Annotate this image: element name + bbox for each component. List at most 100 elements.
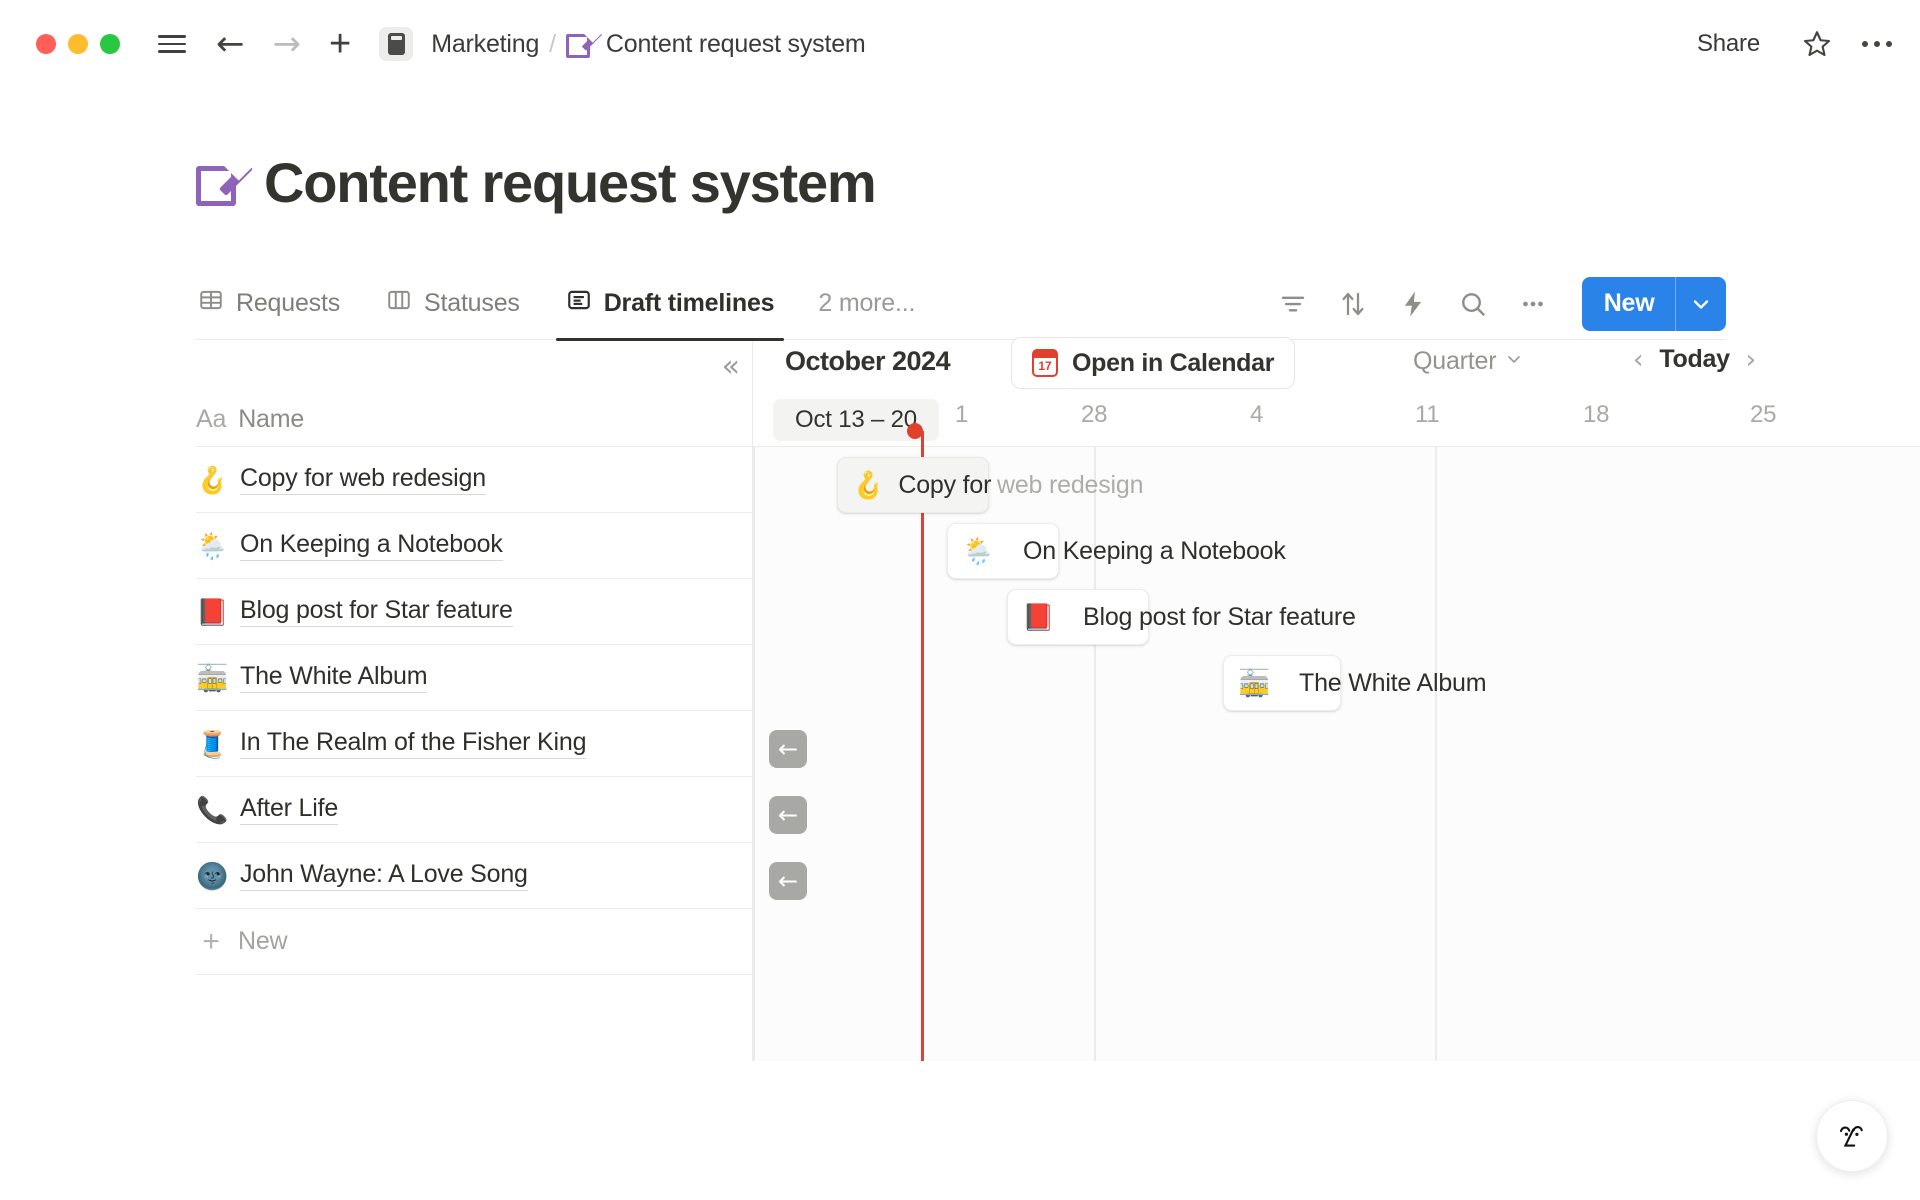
breadcrumb-page[interactable]: Content request system xyxy=(605,29,866,58)
scroll-to-item-button[interactable]: ← xyxy=(769,862,807,900)
item-emoji-icon: 🌦️ xyxy=(196,530,229,561)
divider xyxy=(1674,276,1676,331)
arrow-right-icon[interactable]: → xyxy=(272,24,302,64)
breadcrumb-workspace[interactable]: Marketing xyxy=(431,29,540,58)
title-bar: ← → + Marketing / Content request system… xyxy=(0,0,1920,88)
item-name[interactable]: The White Album xyxy=(240,662,428,693)
list-item[interactable]: 🌚 John Wayne: A Love Song xyxy=(196,843,752,909)
bar-overflow-label: web redesign xyxy=(997,471,1144,499)
timeline-pane: October 2024 17 Open in Calendar Quarter… xyxy=(752,337,1920,1061)
item-name[interactable]: After Life xyxy=(240,794,338,825)
bar-emoji-icon: 🪝 xyxy=(852,470,885,500)
chevron-down-icon[interactable] xyxy=(1676,292,1726,316)
tab-label: Statuses xyxy=(424,289,520,317)
list-column-header[interactable]: Aa Name xyxy=(196,393,752,447)
page-thumbnail-icon[interactable] xyxy=(379,27,414,61)
item-emoji-icon: 🚋 xyxy=(196,662,229,693)
chevron-right-icon[interactable]: › xyxy=(1745,344,1757,375)
timeline-tick: 18 xyxy=(1583,401,1610,428)
item-emoji-icon: 🧵 xyxy=(196,728,229,759)
timeline-bar[interactable]: 📕 xyxy=(1007,589,1149,645)
list-item[interactable]: 🪝 Copy for web redesign xyxy=(196,447,752,513)
more-views-button[interactable]: 2 more... xyxy=(818,289,916,317)
timeline-bar[interactable]: 🚋 xyxy=(1223,655,1341,711)
breadcrumb-separator: / xyxy=(549,29,556,58)
calendar-icon: 17 xyxy=(1032,349,1058,377)
plus-icon[interactable]: + xyxy=(329,23,352,65)
share-button[interactable]: Share xyxy=(1696,30,1760,57)
property-type-icon: Aa xyxy=(196,405,227,433)
memo-icon xyxy=(565,21,603,58)
maximize-window-button[interactable] xyxy=(100,34,120,54)
view-toolbar: New xyxy=(1266,276,1726,331)
scroll-to-item-button[interactable]: ← xyxy=(769,730,807,768)
open-in-calendar-button[interactable]: 17 Open in Calendar xyxy=(1011,337,1296,389)
tab-draft-timelines[interactable]: Draft timelines xyxy=(555,268,785,341)
calendar-icon-day: 17 xyxy=(1038,359,1052,373)
item-name[interactable]: Blog post for Star feature xyxy=(240,596,513,627)
item-emoji-icon: 📞 xyxy=(196,794,229,825)
filter-icon[interactable] xyxy=(1266,277,1320,331)
add-new-row-button[interactable]: + New xyxy=(196,909,752,975)
item-name[interactable]: In The Realm of the Fisher King xyxy=(240,728,586,759)
timeline-zoom-select[interactable]: Quarter xyxy=(1413,347,1524,376)
list-item[interactable]: 🧵 In The Realm of the Fisher King xyxy=(196,711,752,777)
list-item[interactable]: 🌦️ On Keeping a Notebook xyxy=(196,513,752,579)
new-row-label: New xyxy=(238,927,288,955)
timeline-gridline xyxy=(753,447,755,1061)
list-item[interactable]: 📞 After Life xyxy=(196,777,752,843)
lightning-icon[interactable] xyxy=(1386,277,1440,331)
item-name[interactable]: Copy for web redesign xyxy=(240,464,486,495)
today-button[interactable]: Today xyxy=(1659,345,1730,373)
bar-emoji-icon: 🚋 xyxy=(1238,668,1271,698)
hamburger-icon[interactable] xyxy=(154,26,190,62)
today-marker-dot xyxy=(907,423,923,439)
timeline-tick: 28 xyxy=(1081,401,1108,428)
item-emoji-icon: 🌚 xyxy=(196,860,229,891)
ellipsis-icon[interactable] xyxy=(1506,277,1560,331)
tab-requests[interactable]: Requests xyxy=(196,268,342,340)
new-button[interactable]: New xyxy=(1603,289,1655,317)
timeline-gridline xyxy=(1435,447,1437,1061)
item-name[interactable]: John Wayne: A Love Song xyxy=(240,860,528,891)
chevrons-left-icon[interactable]: « xyxy=(721,349,740,384)
item-name[interactable]: On Keeping a Notebook xyxy=(240,530,503,561)
timeline-bar[interactable]: 🪝 Copy for xyxy=(837,457,991,513)
title-bar-actions: Share xyxy=(1687,22,1892,66)
timeline-tick: 25 xyxy=(1750,401,1777,428)
page-title[interactable]: Content request system xyxy=(264,151,877,214)
board-icon xyxy=(386,287,412,320)
tab-label: Requests xyxy=(236,289,341,317)
star-icon[interactable] xyxy=(1802,29,1832,59)
page-header: Content request system xyxy=(196,144,877,215)
timeline-grid[interactable]: 🪝 Copy for web redesign 🌦️ On Keeping a … xyxy=(753,423,1920,1061)
open-in-calendar-label: Open in Calendar xyxy=(1072,348,1275,377)
timeline-gridline xyxy=(1094,447,1096,1061)
breadcrumb: Marketing / Content request system xyxy=(431,21,866,59)
scroll-to-item-button[interactable]: ← xyxy=(769,796,807,834)
tab-label: Draft timelines xyxy=(603,289,775,317)
timeline-tick: 4 xyxy=(1250,401,1264,428)
search-icon[interactable] xyxy=(1446,277,1500,331)
close-window-button[interactable] xyxy=(36,34,56,54)
memo-icon[interactable] xyxy=(196,144,256,206)
tab-statuses[interactable]: Statuses xyxy=(384,268,522,340)
window-traffic-lights xyxy=(36,34,120,54)
minimize-window-button[interactable] xyxy=(68,34,88,54)
timeline-header: October 2024 17 Open in Calendar Quarter… xyxy=(753,337,1920,393)
arrow-left-icon[interactable]: ← xyxy=(216,24,245,64)
timeline-list-pane: « Aa Name 🪝 Copy for web redesign 🌦️ On … xyxy=(196,341,752,1061)
sort-icon[interactable] xyxy=(1326,277,1380,331)
new-button-group: New xyxy=(1581,276,1726,331)
assistant-face-icon[interactable] xyxy=(1816,1100,1888,1172)
timeline-tick: 11 xyxy=(1415,401,1440,428)
plus-icon: + xyxy=(202,924,220,958)
timeline-bar[interactable]: 🌦️ xyxy=(947,523,1059,579)
list-item[interactable]: 📕 Blog post for Star feature xyxy=(196,579,752,645)
timeline-icon xyxy=(566,287,592,320)
ellipsis-icon[interactable] xyxy=(1862,41,1892,47)
item-emoji-icon: 📕 xyxy=(196,596,229,627)
list-item[interactable]: 🚋 The White Album xyxy=(196,645,752,711)
chevron-left-icon[interactable]: ‹ xyxy=(1633,344,1644,375)
